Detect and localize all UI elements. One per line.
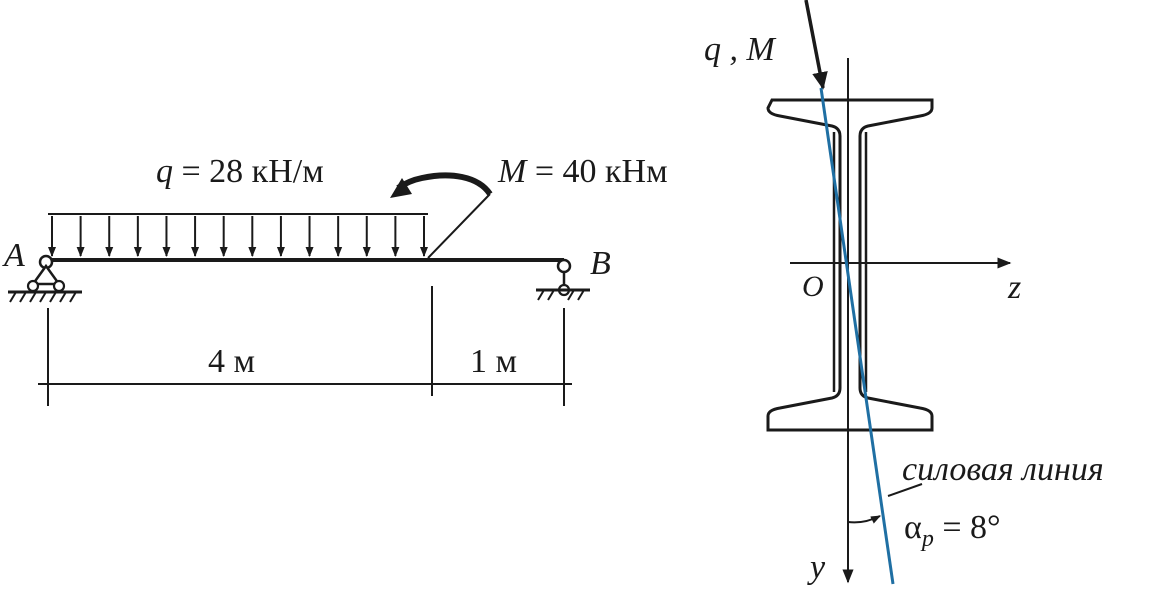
beam-diagram: q = 28 кН/м M = 40 кНм A B 4 м 1 м	[2, 153, 668, 406]
dimension-lines	[38, 286, 572, 406]
support-b-label: B	[590, 245, 611, 282]
z-axis-label: z	[1007, 269, 1021, 306]
force-line-label: силовая линия	[902, 451, 1104, 488]
force-line-leader	[887, 483, 923, 497]
moment-label: M = 40 кНм	[497, 153, 668, 190]
load-direction-arrow	[804, 0, 828, 90]
support-a-label: A	[2, 237, 25, 274]
angle-arc	[847, 515, 881, 524]
cross-section: q , M O z y силовая линия αp = 8°	[704, 0, 1104, 586]
distributed-load	[48, 213, 428, 257]
span-left-label: 4 м	[208, 343, 255, 380]
support-a	[8, 254, 82, 303]
y-axis-label: y	[807, 549, 826, 586]
moment-arrow	[390, 172, 493, 259]
origin-label: O	[802, 270, 824, 303]
load-direction-label: q , M	[704, 31, 777, 68]
force-line	[819, 87, 895, 585]
span-right-label: 1 м	[470, 343, 517, 380]
load-arrows	[48, 216, 428, 257]
i-beam-outline	[766, 98, 934, 432]
support-b	[536, 258, 590, 301]
angle-label: αp = 8°	[904, 509, 1001, 552]
load-label: q = 28 кН/м	[156, 153, 324, 190]
